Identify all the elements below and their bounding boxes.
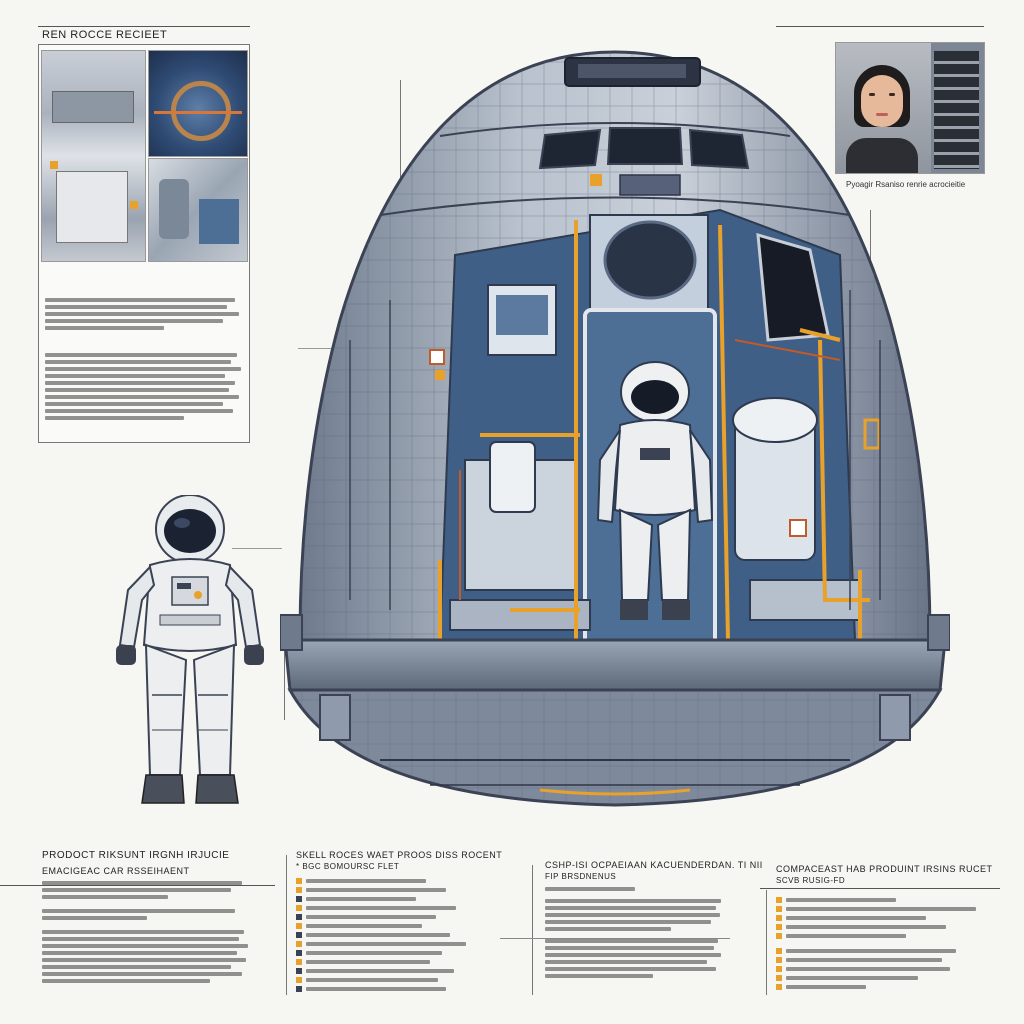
footer-col4-list — [776, 895, 976, 991]
top-left-rule — [38, 26, 250, 27]
footer-col4-subtitle: SCVB RUSIG-FD — [776, 876, 846, 885]
leader-line — [298, 348, 338, 349]
leader-line — [284, 630, 285, 720]
footer-col3-divider — [532, 865, 533, 995]
footer-col3-subtitle: Fip Brsdnenus — [545, 872, 617, 881]
footer-col2-title: SKELL ROCES WAET PROOS DISS ROCENT — [296, 850, 503, 860]
footer-col3-title: CSHP-ISI Ocpaeiaan kacuenderdan. TI NII — [545, 860, 763, 870]
left-panel-title: REN ROCCE RECIEET — [42, 29, 168, 41]
left-panel-text-block-1 — [45, 295, 243, 333]
footer-col3-text — [545, 884, 725, 981]
portrait-caption: Pyoagir Rsaniso renrie acrocieitie — [846, 180, 966, 189]
capsule-cutaway — [280, 50, 950, 807]
photo-machinery — [148, 158, 248, 262]
astronaut-figure — [116, 495, 264, 804]
leader-line — [870, 210, 871, 270]
left-info-panel — [38, 44, 250, 443]
photo-equipment-rack — [41, 50, 146, 262]
footer-col2-subtitle: * BGC BOMOURSC FLET — [296, 862, 400, 871]
footer-col4-rule — [760, 888, 1000, 889]
footer-col4-divider — [766, 890, 767, 995]
footer-col1-subtitle: EMACIGEAC CAR RSSEIHAENT — [42, 866, 190, 876]
top-right-rule — [776, 26, 984, 27]
leader-line — [232, 548, 282, 549]
footer-col1-rule — [0, 885, 275, 886]
portrait-photo — [835, 42, 985, 174]
footer-col1-title: PRODOCT RIKSUNT IRGNH IRJUCIE — [42, 850, 230, 861]
footer-col4-title: COMPACEAST HAB PRODUINT IRSINS RUCET — [776, 864, 993, 874]
footer-col3-rule — [500, 938, 730, 939]
photo-pipework — [148, 50, 248, 157]
left-panel-text-block-2 — [45, 350, 243, 423]
footer-col2-list — [296, 876, 496, 993]
footer-col2-divider — [286, 855, 287, 995]
leader-line — [400, 80, 401, 220]
footer-col1-text — [42, 878, 252, 986]
